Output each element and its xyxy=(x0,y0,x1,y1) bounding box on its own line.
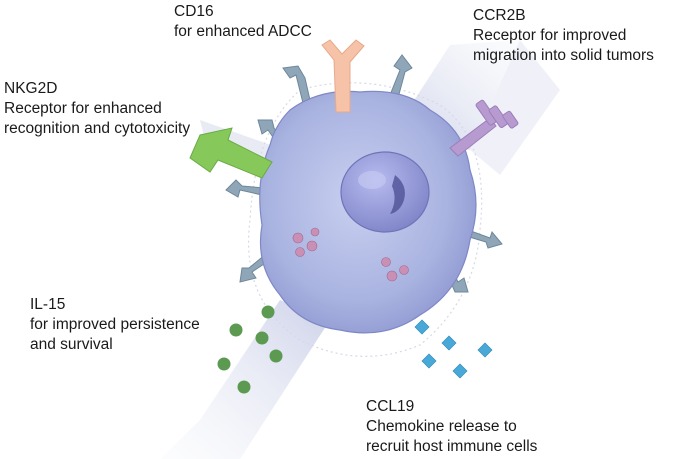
granule xyxy=(295,247,305,257)
granules xyxy=(292,227,409,282)
ccl19-molecule-icon xyxy=(441,335,457,351)
receptor-stalk xyxy=(225,179,265,198)
il15-molecule-icon xyxy=(229,323,243,337)
nkg2d-description-line: Receptor for enhanced xyxy=(4,100,162,117)
cd16-receptor-icon xyxy=(321,39,365,113)
il15-label: IL-15 for improved persistence and survi… xyxy=(30,295,200,355)
il15-molecule-icon xyxy=(269,349,283,363)
ccl19-molecules xyxy=(414,319,493,379)
ccr2b-name: CCR2B xyxy=(473,7,526,24)
nucleus xyxy=(340,151,430,233)
granule xyxy=(292,232,304,244)
il15-description-line: and survival xyxy=(30,336,113,353)
beam-upper-right-2 xyxy=(470,40,560,175)
nkg2d-description-line: recognition and cytotoxicity xyxy=(4,120,191,137)
granule xyxy=(399,265,409,275)
ccr2b-label: CCR2B Receptor for improved migration in… xyxy=(473,6,654,66)
cd16-description: for enhanced ADCC xyxy=(174,23,312,40)
il15-name: IL-15 xyxy=(30,296,66,313)
il15-molecule-icon xyxy=(217,357,231,371)
ccl19-molecule-icon xyxy=(477,342,493,358)
cell-aura xyxy=(247,82,483,357)
il15-molecules xyxy=(217,305,283,394)
ccl19-molecule-icon xyxy=(414,319,430,335)
ccl19-molecule-icon xyxy=(421,353,437,369)
il15-molecule-icon xyxy=(237,380,251,394)
ccl19-description-line: Chemokine release to xyxy=(366,418,517,435)
ccl19-name: CCL19 xyxy=(366,398,415,415)
cd16-name: CD16 xyxy=(174,3,214,20)
ccl19-molecule-icon xyxy=(452,363,468,379)
ccl19-description-line: recruit host immune cells xyxy=(366,438,538,455)
granule xyxy=(310,227,320,237)
granule xyxy=(386,270,398,282)
nkg2d-name: NKG2D xyxy=(4,80,58,97)
cd16-label: CD16 for enhanced ADCC xyxy=(174,2,312,42)
ccl19-label: CCL19 Chemokine release to recruit host … xyxy=(366,397,537,457)
granule xyxy=(381,257,391,267)
il15-molecule-icon xyxy=(255,331,269,345)
nkg2d-receptor-icon xyxy=(189,127,273,179)
receptor-stalk xyxy=(282,65,311,104)
il15-molecule-icon xyxy=(261,305,275,319)
ccr2b-description-line: migration into solid tumors xyxy=(473,47,654,64)
il15-description-line: for improved persistence xyxy=(30,316,200,333)
beam-lower-left xyxy=(160,300,330,459)
ccr2b-receptor-icon xyxy=(449,99,519,157)
chromatin xyxy=(390,175,405,214)
ccr2b-description-line: Receptor for improved xyxy=(473,27,627,44)
nkg2d-label: NKG2D Receptor for enhanced recognition … xyxy=(4,79,190,139)
receptor-stalk xyxy=(389,54,413,99)
granule xyxy=(306,240,318,252)
